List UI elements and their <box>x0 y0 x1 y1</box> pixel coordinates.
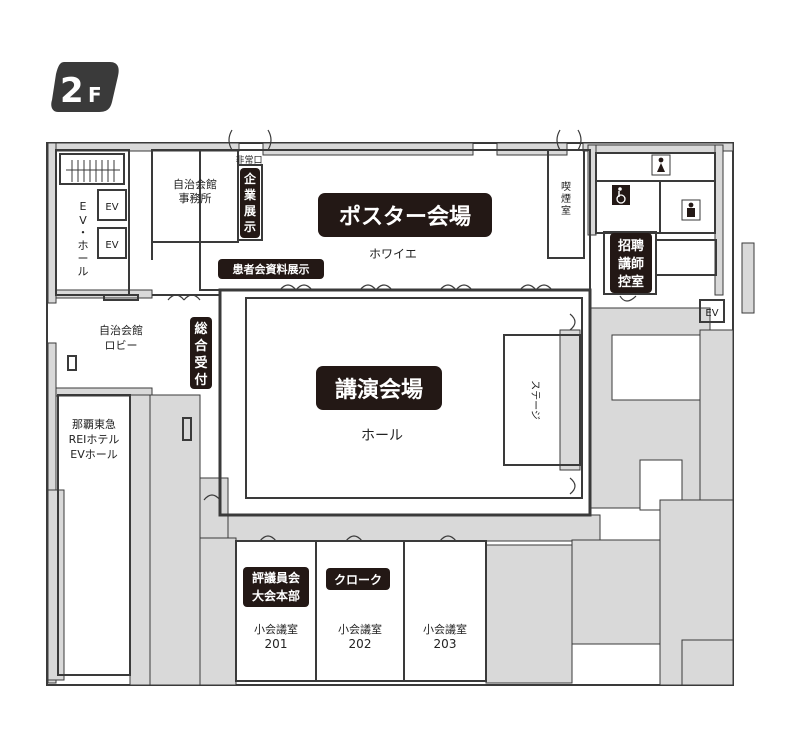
room-203-number: 203 <box>434 637 457 651</box>
reception-char-3: 付 <box>194 372 207 388</box>
council-hq-label-2: 大会本部 <box>252 588 300 603</box>
lecture-hall-label: 講演会場 <box>335 377 423 403</box>
reception-char-0: 総 <box>194 321 207 337</box>
shaded-areas <box>46 142 755 686</box>
municipal-lobby-label-2: ロビー <box>105 339 138 352</box>
ev-hall-char-3: ホ <box>78 239 89 252</box>
ev-label-3: EV <box>705 308 718 319</box>
ev-label-2: EV <box>105 240 118 251</box>
male-restroom-icon <box>681 199 701 221</box>
council-hq-label-1: 評議員会 <box>252 570 301 585</box>
ev-hall-char-2: ・ <box>78 226 89 239</box>
ev-hall-char-0: E <box>80 200 87 213</box>
room-201-number: 201 <box>265 637 288 651</box>
doors <box>167 129 637 542</box>
hall-label: ホール <box>361 428 403 444</box>
floor-suffix: F <box>88 83 102 107</box>
emergency-exit-label: 非常口 <box>235 154 262 166</box>
room-203-name: 小会議室 <box>423 622 467 636</box>
company-exhibit-char-1: 業 <box>243 187 257 202</box>
naha-ev-label-1: 那覇東急 <box>72 417 116 431</box>
municipal-lobby-label-1: 自治会館 <box>99 323 143 337</box>
naha-ev-label-3: EVホール <box>70 448 117 461</box>
room-201-name: 小会議室 <box>254 622 298 636</box>
room-202-number: 202 <box>349 637 372 651</box>
company-exhibit-char-0: 企 <box>243 171 257 186</box>
guest-room-label-3: 控室 <box>618 274 644 290</box>
guest-room-label-2: 講師 <box>618 256 644 272</box>
smoking-char-1: 煙 <box>561 193 571 205</box>
municipal-office-label-1: 自治会館 <box>173 177 217 191</box>
female-restroom-icon <box>651 154 671 176</box>
patient-exhibit-label: 患者会資料展示 <box>233 262 310 276</box>
floor-badge-shape <box>51 62 119 112</box>
tag-labels: ポスター会場 講演会場 企 業 展 示 患者会資料展示 総 合 受 付 招聘 講… <box>190 168 652 607</box>
guest-room-label-1: 招聘 <box>618 238 644 254</box>
municipal-office-label-2: 事務所 <box>179 191 212 205</box>
company-exhibit-char-3: 示 <box>243 220 256 234</box>
stage-label: ステージ <box>529 380 540 420</box>
reception-char-1: 合 <box>194 338 208 354</box>
company-exhibit-char-2: 展 <box>244 204 256 218</box>
ev-hall-char-5: ル <box>78 265 89 278</box>
walls <box>55 149 725 682</box>
cloakroom-label: クローク <box>334 573 382 587</box>
staircase <box>66 160 120 182</box>
naha-ev-label-2: REIホテル <box>69 433 120 446</box>
foyer-label: ホワイエ <box>369 247 417 261</box>
room-labels: 自治会館 事務所 ホワイエ ホール 自治会館 ロビー 那覇東急 REIホテル E… <box>69 154 719 651</box>
accessible-restroom-icon <box>612 185 630 205</box>
floor-badge: 2 F <box>51 62 119 112</box>
smoking-char-0: 喫 <box>561 181 571 193</box>
smoking-char-2: 室 <box>561 204 571 217</box>
ev-label-1: EV <box>105 202 118 213</box>
ev-hall-char-1: V <box>79 214 87 227</box>
floor-number: 2 <box>60 71 84 111</box>
ev-hall-char-4: ー <box>78 252 89 265</box>
reception-char-2: 受 <box>194 355 207 371</box>
room-202-name: 小会議室 <box>338 622 382 636</box>
poster-hall-label: ポスター会場 <box>339 204 471 230</box>
